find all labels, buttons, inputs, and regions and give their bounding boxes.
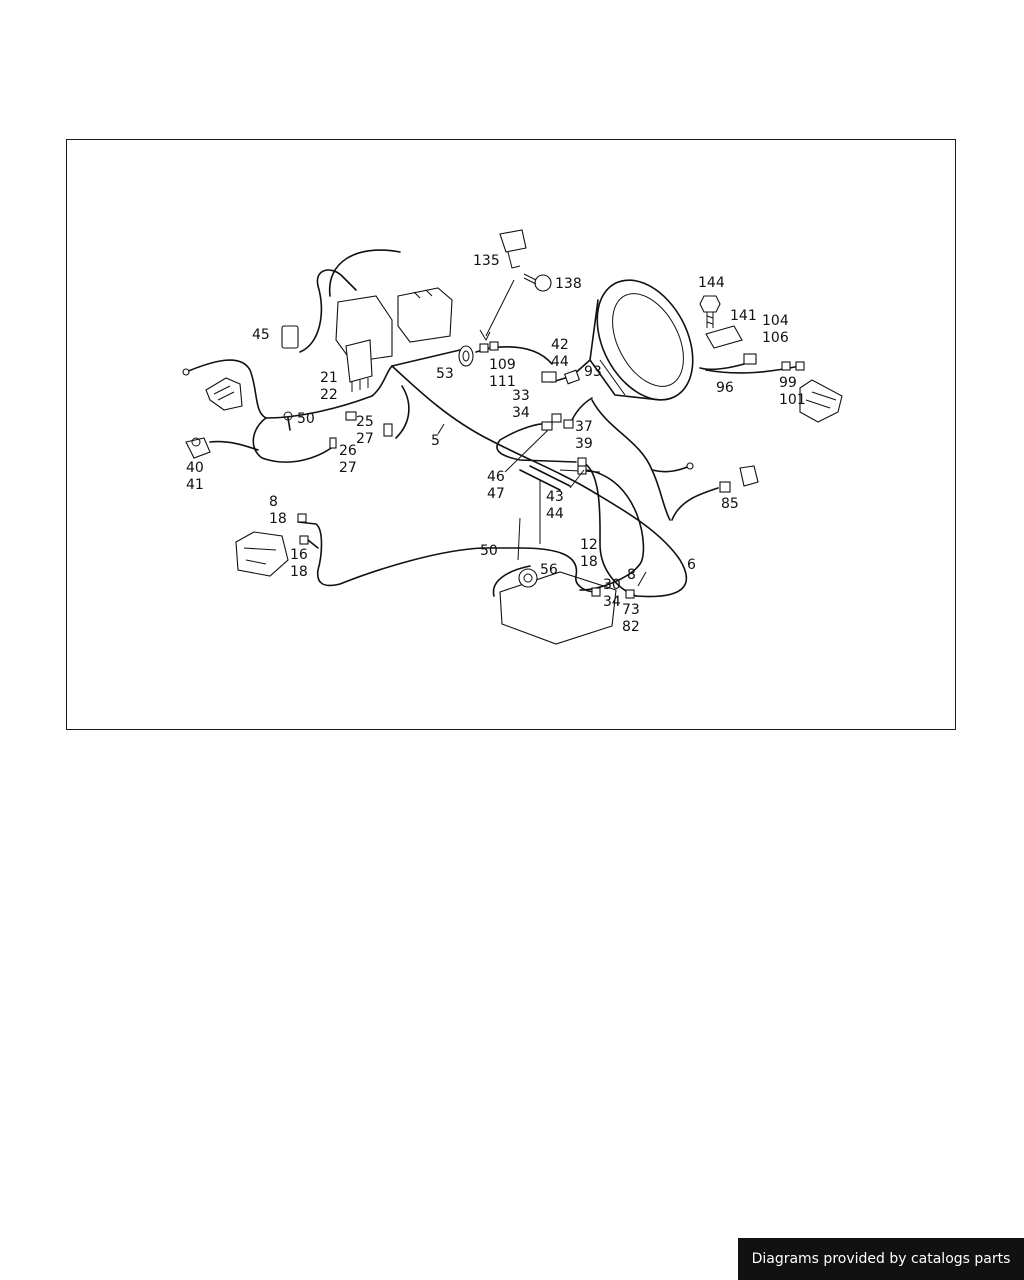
callout-138: 138 xyxy=(555,276,582,292)
grommet-53 xyxy=(458,345,474,367)
callout-50-top: 50 xyxy=(297,411,315,427)
callout-93: 93 xyxy=(584,364,602,380)
callout-135: 135 xyxy=(473,253,500,269)
connector-45 xyxy=(281,325,299,349)
callout-34: 34 xyxy=(603,594,621,610)
callout-85: 85 xyxy=(721,496,739,512)
callout-45: 45 xyxy=(252,327,270,343)
callout-5: 5 xyxy=(431,433,440,449)
callout-30: 30 xyxy=(603,577,621,593)
leader-lines xyxy=(437,279,647,587)
bolt-144 xyxy=(699,295,721,328)
sensor-40-41 xyxy=(185,437,211,459)
diagram-frame xyxy=(66,139,956,730)
wiring-harness xyxy=(185,249,801,598)
callout-144: 144 xyxy=(698,275,725,291)
module-16-18 xyxy=(235,531,289,577)
switch-assembly-99-101 xyxy=(799,379,843,423)
relay-bracket-135 xyxy=(499,229,527,269)
callout-53: 53 xyxy=(436,366,454,382)
callout-56: 56 xyxy=(540,562,558,578)
callout-141: 141 xyxy=(730,308,757,324)
relay-21-22 xyxy=(345,339,373,392)
callout-8: 8 xyxy=(627,567,636,583)
callout-96: 96 xyxy=(716,380,734,396)
mounting-plate-141 xyxy=(705,325,743,349)
callout-6: 6 xyxy=(687,557,696,573)
credit-banner: Diagrams provided by catalogs parts xyxy=(738,1238,1024,1280)
screw-138 xyxy=(523,273,552,292)
wire-connectors xyxy=(182,341,805,599)
steering-wheel-column xyxy=(589,279,694,401)
callout-50-bottom: 50 xyxy=(480,543,498,559)
cable-clamp-left xyxy=(205,377,243,411)
connector-85 xyxy=(739,465,759,487)
